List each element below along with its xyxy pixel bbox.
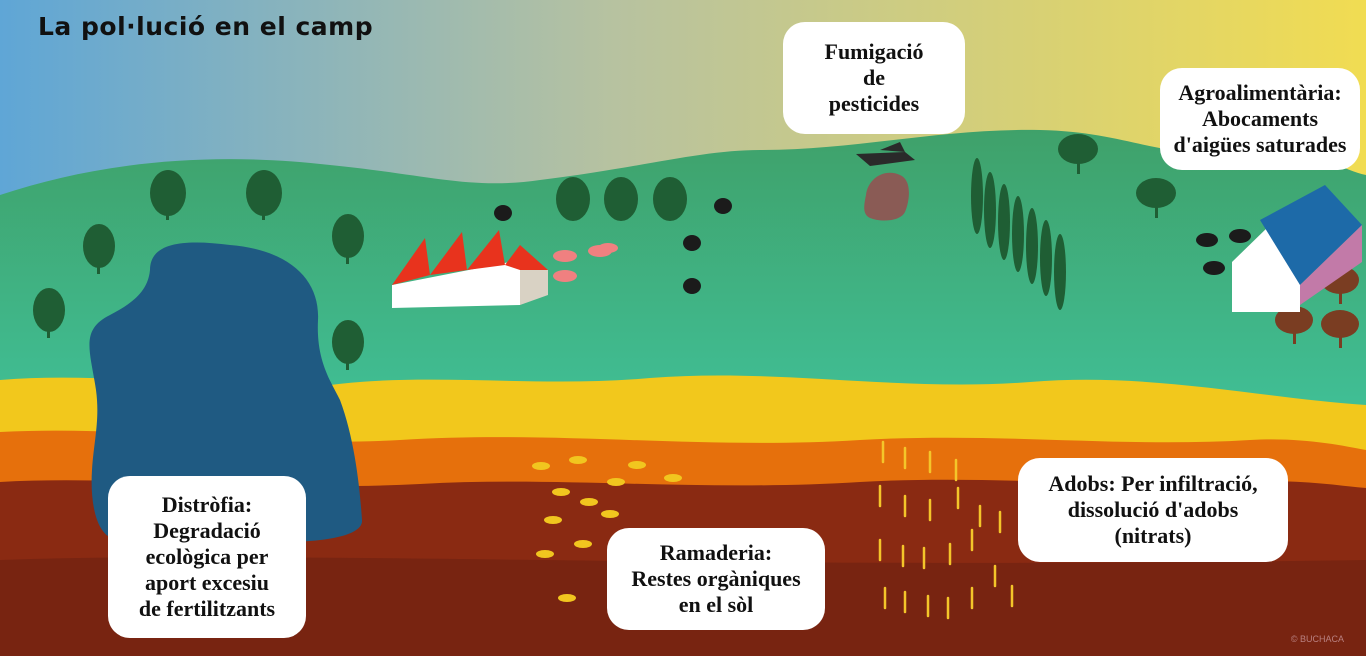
- callout-line: Abocaments: [1201, 106, 1319, 131]
- sheep: [494, 198, 732, 294]
- callout-line: Ramaderia:: [659, 540, 773, 565]
- artist-credit: © BUCHACA: [1290, 634, 1344, 644]
- callout-line: Restes orgàniques: [631, 566, 801, 591]
- manure-drops: [532, 456, 682, 602]
- callout-line: (nitrats): [1114, 523, 1192, 548]
- diagram-title: La pol·lució en el camp: [38, 12, 374, 41]
- trees-center: [556, 177, 687, 221]
- callout-line: d'aigües saturades: [1173, 132, 1347, 157]
- trees-left: [33, 170, 364, 370]
- callout-agrifood-discharge: Agroalimentària: Abocaments d'aigües sat…: [1160, 68, 1360, 170]
- callout-line: de: [863, 65, 885, 90]
- callout-line: pesticides: [828, 91, 920, 116]
- callout-pesticide-fumigation: Fumigació de pesticides: [783, 22, 965, 134]
- cows: [1196, 229, 1251, 275]
- trees-right: [1058, 134, 1359, 348]
- callout-line: Adobs: Per infiltració,: [1048, 471, 1258, 496]
- pesticide-cloud: [864, 172, 909, 221]
- callout-fertilizers: Adobs: Per infiltració, dissolució d'ado…: [1018, 458, 1288, 562]
- nitrate-streaks: [878, 440, 1014, 620]
- pigs: [553, 243, 618, 282]
- crop-duster-plane: [856, 142, 915, 166]
- callout-livestock: Ramaderia: Restes orgàniques en el sòl: [607, 528, 825, 630]
- callout-line: ecològica per: [145, 544, 269, 569]
- callout-line: Agroalimentària:: [1178, 80, 1342, 105]
- callout-line: en el sòl: [678, 592, 754, 617]
- callout-line: dissolució d'adobs: [1067, 497, 1239, 522]
- callout-line: aport excesiu: [144, 570, 270, 595]
- callout-dystrophy: Distròfia: Degradació ecològica per apor…: [108, 476, 306, 638]
- callout-line: Distròfia:: [161, 492, 253, 517]
- factory-building: [392, 230, 548, 308]
- callout-line: de fertilitzants: [138, 596, 276, 621]
- farmhouse: [1232, 185, 1362, 312]
- callout-line: Fumigació: [824, 39, 924, 64]
- dystrophy-blob: [89, 242, 363, 542]
- callout-line: Degradació: [153, 518, 261, 543]
- cypress-row: [971, 158, 1066, 310]
